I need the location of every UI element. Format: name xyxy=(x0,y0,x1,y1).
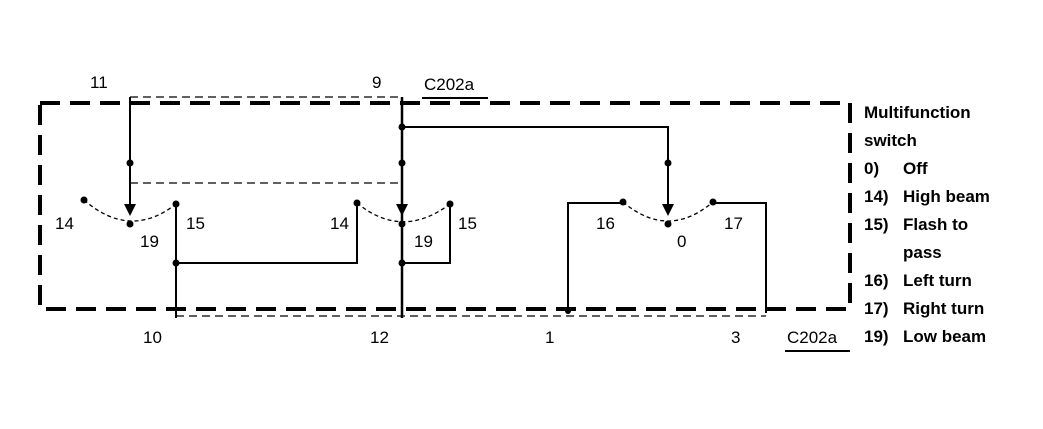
junction-dot xyxy=(126,220,134,228)
junction-dot xyxy=(709,198,717,206)
contact-label-15: 15 xyxy=(458,214,477,233)
contact-label-14: 14 xyxy=(330,214,349,233)
junction-dot xyxy=(80,196,88,204)
contact-label-15: 15 xyxy=(186,214,205,233)
pin-label-12: 12 xyxy=(370,328,389,347)
junction-dot xyxy=(398,220,406,228)
contact-label-0: 0 xyxy=(677,232,686,251)
switch-arrow-2 xyxy=(396,204,408,216)
legend-item-text: High beam xyxy=(903,187,990,206)
contact-label-16: 16 xyxy=(596,214,615,233)
legend-item-text: Right turn xyxy=(903,299,984,318)
junction-dots xyxy=(80,123,717,314)
legend-item-text: Flash to xyxy=(903,215,968,234)
legend: Multifunction switch 0) Off 14) High bea… xyxy=(864,103,990,346)
junction-dot xyxy=(353,199,361,207)
connector-label-top: C202a xyxy=(424,75,475,94)
junction-dot xyxy=(664,220,672,228)
legend-item-text: Left turn xyxy=(903,271,972,290)
legend-item-number: 16) xyxy=(864,271,889,290)
component-boundary xyxy=(38,101,852,311)
legend-title-line2: switch xyxy=(864,131,917,150)
legend-item-number: 14) xyxy=(864,187,889,206)
legend-item-text: pass xyxy=(903,243,942,262)
wire-turn-feed xyxy=(402,126,669,210)
junction-dot xyxy=(619,198,627,206)
junction-dot xyxy=(172,259,180,267)
legend-item-number: 15) xyxy=(864,215,889,234)
pin-label-11: 11 xyxy=(90,73,108,92)
junction-dot xyxy=(126,159,134,167)
wire-15a-to-14b xyxy=(176,204,358,264)
junction-dot xyxy=(446,200,454,208)
pin-label-1: 1 xyxy=(545,328,554,347)
switch-arrow-1 xyxy=(124,204,136,216)
switch-arrow-3 xyxy=(662,204,674,216)
legend-item-number: 19) xyxy=(864,327,889,346)
legend-item-text: Off xyxy=(903,159,928,178)
junction-dot xyxy=(565,308,571,314)
junction-dot xyxy=(664,159,672,167)
wire-left-turn xyxy=(567,202,623,313)
connector-label-bottom: C202a xyxy=(787,328,838,347)
pin-label-3: 3 xyxy=(731,328,740,347)
legend-item-number: 17) xyxy=(864,299,889,318)
junction-dot xyxy=(398,259,406,267)
contact-label-14: 14 xyxy=(55,214,74,233)
contact-label-17: 17 xyxy=(724,214,743,233)
contact-label-19: 19 xyxy=(140,232,159,251)
junction-dot xyxy=(398,159,406,167)
pin-label-10: 10 xyxy=(143,328,162,347)
legend-item-text: Low beam xyxy=(903,327,986,346)
wire-contact-15-b xyxy=(402,204,451,264)
legend-title: Multifunction xyxy=(864,103,971,122)
junction-dot xyxy=(398,123,406,131)
junction-dot xyxy=(172,200,180,208)
legend-item-number: 0) xyxy=(864,159,879,178)
pin-label-9: 9 xyxy=(372,73,381,92)
wire-right-turn xyxy=(713,202,767,313)
contact-label-19: 19 xyxy=(414,232,433,251)
